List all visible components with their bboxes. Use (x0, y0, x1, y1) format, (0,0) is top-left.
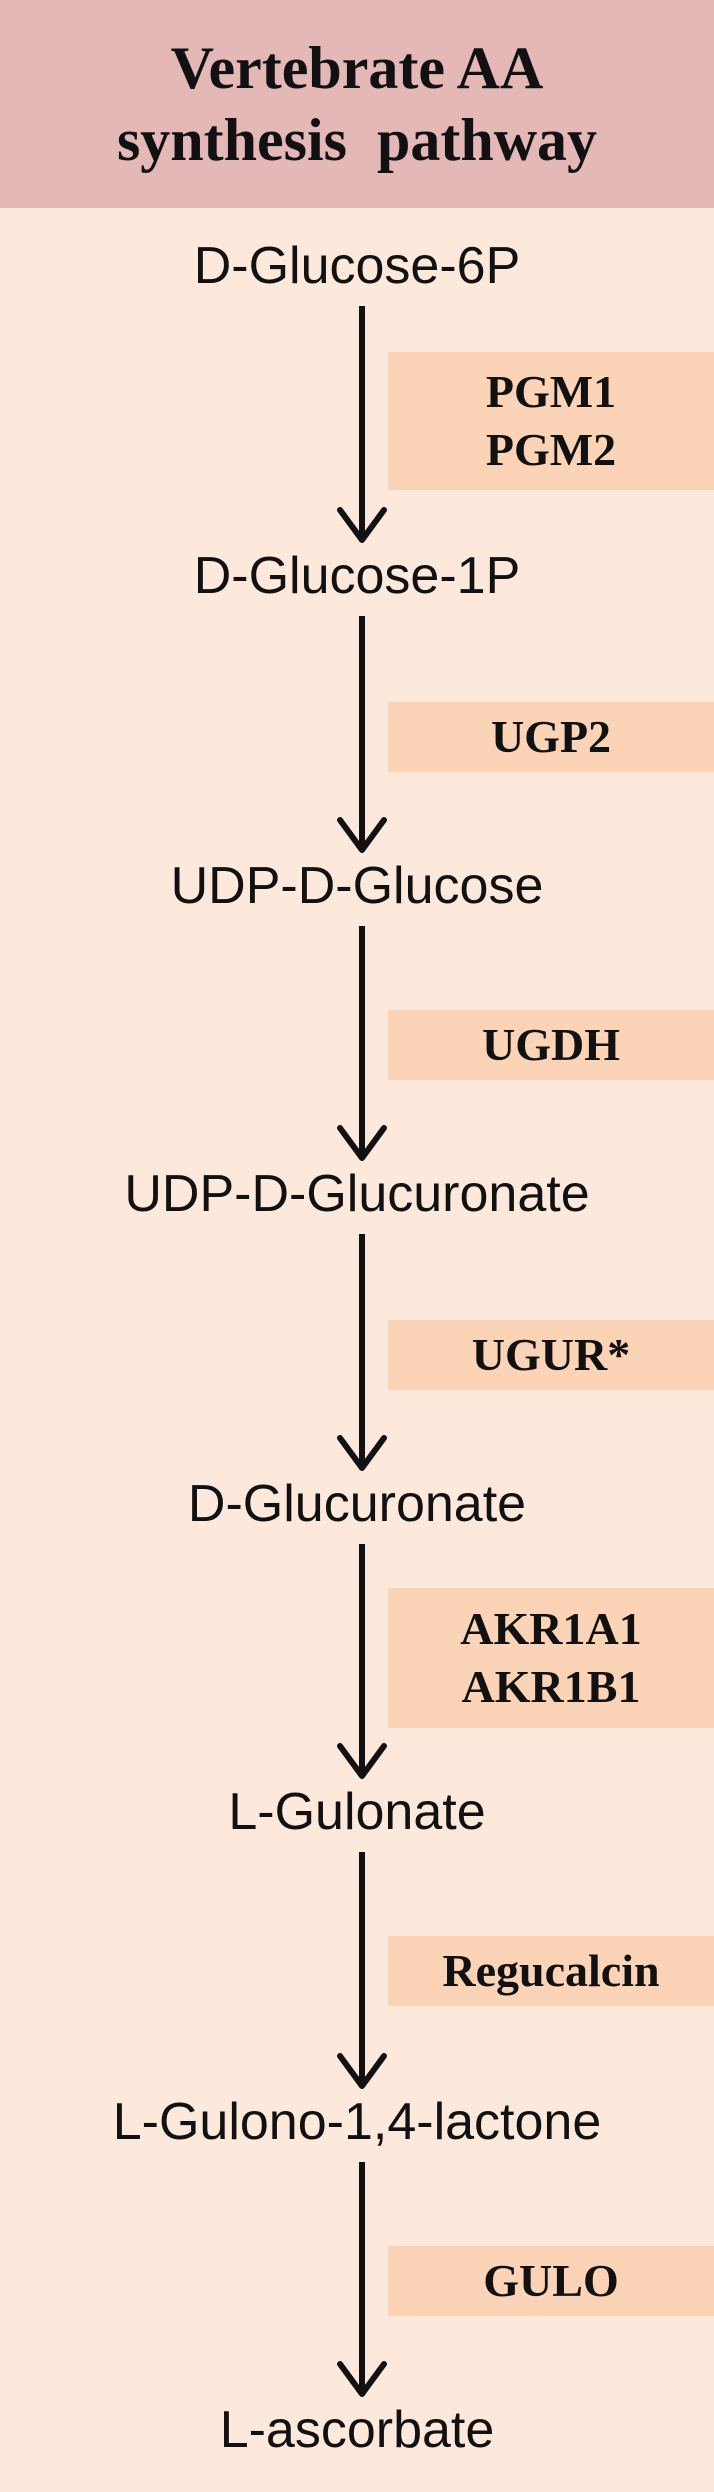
pathway-arrow (337, 2162, 387, 2397)
enzyme-box-gulo: GULO (388, 2246, 714, 2316)
pathway-title: Vertebrate AA synthesis pathway (0, 0, 714, 208)
pathway-arrow (337, 1234, 387, 1471)
enzyme-box-ugdh: UGDH (388, 1010, 714, 1080)
pathway-arrow (337, 1852, 387, 2089)
enzyme-label: Regucalcin (442, 1945, 660, 1996)
arrow-head (337, 1125, 387, 1161)
enzyme-box-pgm: PGM1 PGM2 (388, 352, 714, 490)
metabolite-l-ascorbate: L-ascorbate (219, 2401, 495, 2459)
metabolite-l-gulono-lactone: L-Gulono-1,4-lactone (112, 2093, 602, 2151)
enzyme-label: GULO (483, 2255, 619, 2306)
arrow-head (337, 817, 387, 853)
enzyme-box-akr: AKR1A1 AKR1B1 (388, 1588, 714, 1728)
enzyme-label: AKR1B1 (461, 1661, 641, 1712)
enzyme-label: UGDH (482, 1019, 620, 1070)
arrow-head (337, 1743, 387, 1779)
pathway-arrow (337, 306, 387, 543)
arrow-head (337, 507, 387, 543)
metabolite-d-glucose-6p: D-Glucose-6P (193, 237, 521, 295)
arrow-head (337, 2361, 387, 2397)
arrow-head (337, 2053, 387, 2089)
enzyme-box-regucalcin: Regucalcin (388, 1936, 714, 2006)
metabolite-d-glucose-1p: D-Glucose-1P (193, 547, 521, 605)
enzyme-label: PGM1 (485, 366, 617, 417)
enzyme-box-ugp2: UGP2 (388, 702, 714, 772)
enzyme-label: UGUR* (471, 1329, 631, 1380)
enzyme-label: AKR1A1 (460, 1603, 642, 1654)
metabolite-l-gulonate: L-Gulonate (228, 1783, 486, 1841)
enzyme-label: PGM2 (485, 424, 617, 475)
enzyme-box-ugur: UGUR* (388, 1320, 714, 1390)
pathway-arrow (337, 926, 387, 1161)
metabolite-udp-d-glucuronate: UDP-D-Glucuronate (124, 1165, 590, 1223)
title-line-2: synthesis pathway (116, 107, 598, 173)
metabolite-udp-d-glucose: UDP-D-Glucose (170, 857, 544, 915)
pathway-arrow (337, 1544, 387, 1779)
title-line-1: Vertebrate AA (170, 35, 544, 101)
pathway-arrow (337, 616, 387, 853)
arrow-head (337, 1435, 387, 1471)
enzyme-label: UGP2 (490, 711, 612, 762)
metabolite-d-glucuronate: D-Glucuronate (187, 1475, 527, 1533)
